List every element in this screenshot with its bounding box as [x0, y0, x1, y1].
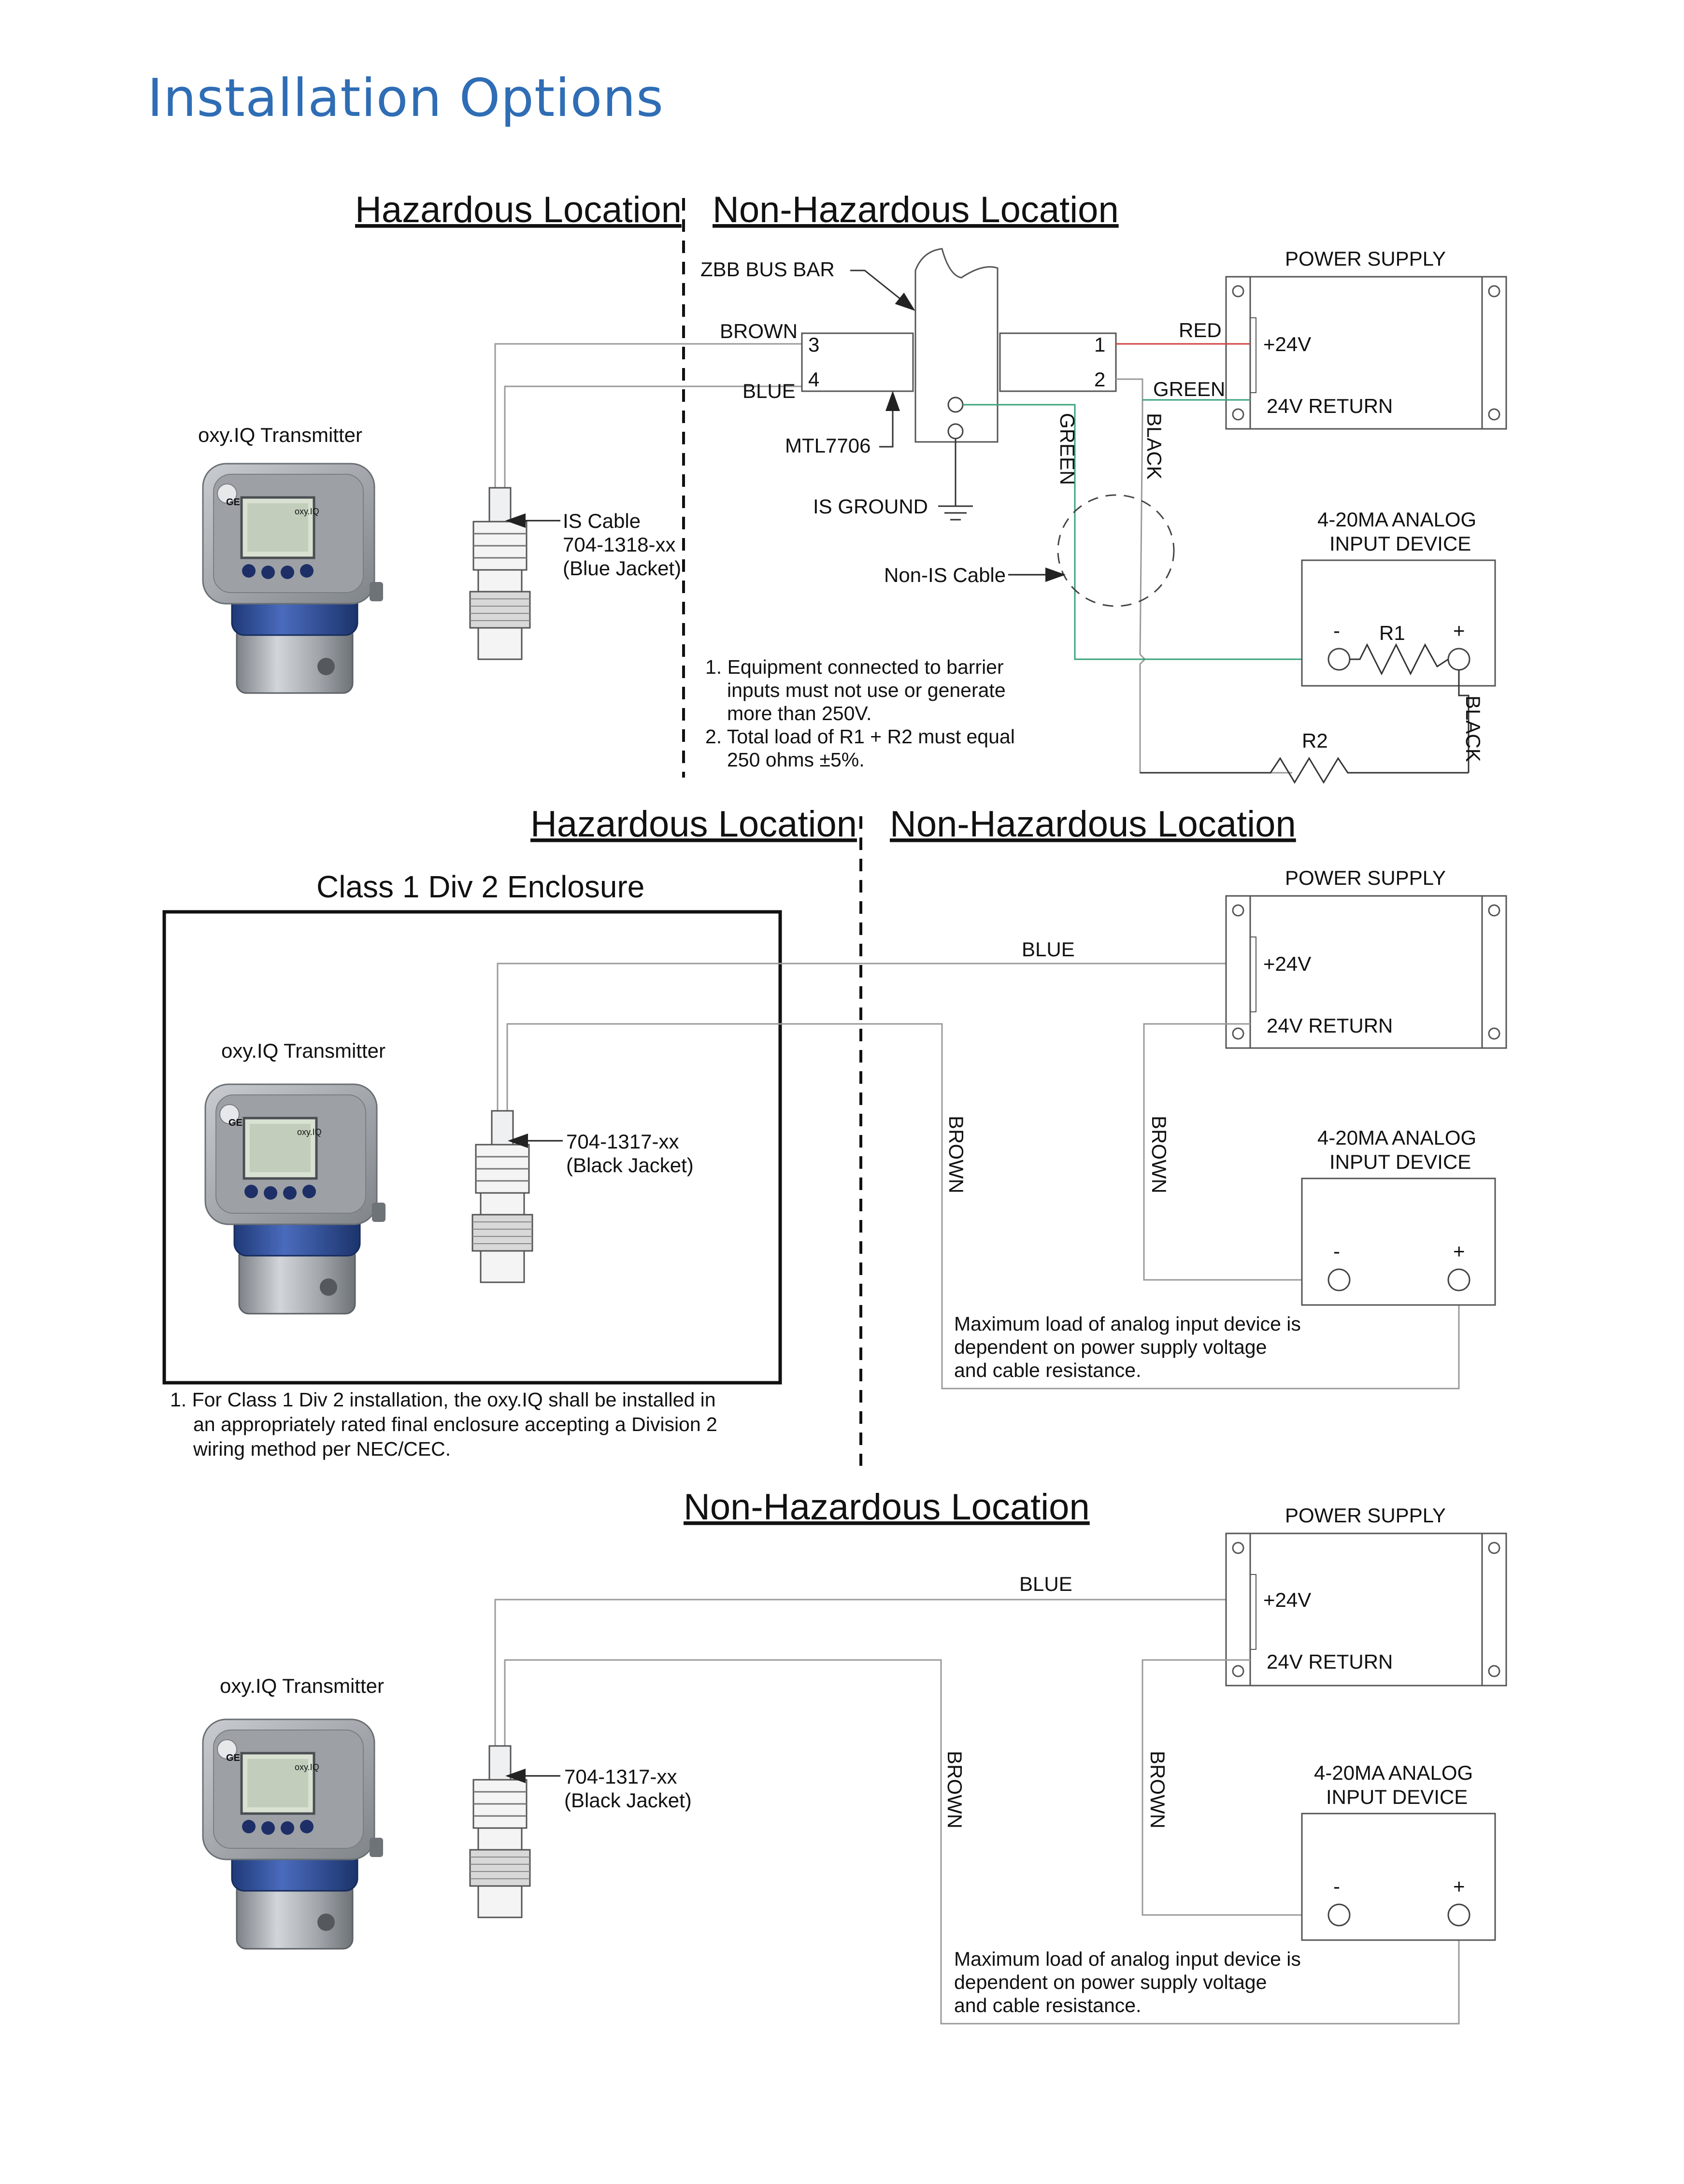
r2-label: R2	[1302, 729, 1328, 752]
note-1-line-2: inputs must not use or generate	[727, 679, 1006, 701]
wire-label-blue: BLUE	[742, 380, 796, 402]
barrier-terminal-block-left	[801, 332, 914, 392]
note-2-line-1: 2. Total load of R1 + R2 must equal	[705, 725, 1015, 748]
non-is-cable-bundle	[1057, 494, 1175, 607]
cable-jacket-3: (Black Jacket)	[564, 1789, 692, 1812]
analog-minus-2: -	[1333, 1240, 1340, 1262]
wire-label-red: RED	[1179, 319, 1222, 341]
cable-plug-3	[469, 1745, 531, 1918]
transmitter-display-brand-3: oxy.IQ	[295, 1762, 319, 1772]
load-note-3-line-1: Maximum load of analog input device is	[954, 1948, 1301, 1970]
analog-minus: -	[1333, 619, 1340, 642]
non-is-cable-label: Non-IS Cable	[884, 564, 1006, 586]
barrier-terminal-block-right	[999, 332, 1117, 392]
non-hazardous-location-heading-2: Non-Hazardous Location	[890, 804, 1296, 845]
wire-label-black-vertical-2: BLACK	[1462, 695, 1484, 762]
analog-plus: +	[1453, 619, 1465, 642]
load-note-3-line-2: dependent on power supply voltage	[954, 1971, 1267, 1993]
note-1-line-3: more than 250V.	[727, 702, 871, 724]
load-note-2-line-1: Maximum load of analog input device is	[954, 1313, 1301, 1335]
transmitter-label: oxy.IQ Transmitter	[198, 424, 362, 446]
cable-part-number-2: 704-1317-xx	[566, 1130, 679, 1153]
cable-plug-2	[471, 1110, 533, 1283]
power-supply-24v-return-3: 24V RETURN	[1267, 1650, 1393, 1673]
terminal-1: 1	[1094, 333, 1105, 356]
hazardous-location-heading: Hazardous Location	[355, 189, 682, 230]
wire-label-green: GREEN	[1153, 378, 1225, 400]
is-ground-label: IS GROUND	[813, 495, 928, 518]
ge-logo-3: GE	[226, 1753, 240, 1763]
hazardous-location-heading-2: Hazardous Location	[530, 804, 857, 845]
resistor-r2	[1140, 757, 1469, 784]
power-supply-title-3: POWER SUPPLY	[1285, 1504, 1446, 1527]
analog-device-title-line1: 4-20MA ANALOG	[1317, 508, 1476, 531]
is-cable-part-number: 704-1318-xx	[563, 533, 675, 556]
section-class1-div2: Hazardous Location Non-Hazardous Locatio…	[162, 804, 1507, 1466]
power-supply-title: POWER SUPPLY	[1285, 247, 1446, 270]
analog-minus-3: -	[1333, 1875, 1340, 1898]
wire-label-brown-2a: BROWN	[945, 1116, 968, 1193]
is-cable-plug	[469, 487, 531, 660]
non-hazardous-location-heading-3: Non-Hazardous Location	[684, 1487, 1090, 1528]
power-supply-24v-return-2: 24V RETURN	[1267, 1014, 1393, 1037]
wire-label-black-vertical: BLACK	[1143, 413, 1166, 480]
note-1-line-1: 1. Equipment connected to barrier	[705, 656, 1004, 678]
enclosure-label: Class 1 Div 2 Enclosure	[316, 869, 644, 904]
resistor-r1	[1350, 643, 1449, 676]
analog-device-title-line1-3: 4-20MA ANALOG	[1314, 1761, 1473, 1784]
enclosure-note-line-2: an appropriately rated final enclosure a…	[193, 1413, 717, 1435]
wire-label-blue-3: BLUE	[1019, 1573, 1072, 1595]
terminal-3: 3	[808, 333, 819, 356]
wire-label-green-vertical: GREEN	[1056, 413, 1079, 485]
analog-device-title-line2-2: INPUT DEVICE	[1329, 1150, 1471, 1173]
is-cable-label: IS Cable	[563, 510, 641, 532]
power-supply-title-2: POWER SUPPLY	[1285, 866, 1446, 889]
power-supply-plus-24v: +24V	[1263, 333, 1311, 355]
non-hazardous-location-heading: Non-Hazardous Location	[713, 189, 1119, 230]
mtl7706-barrier	[914, 248, 999, 443]
ge-logo-2: GE	[228, 1118, 243, 1128]
load-note-3-line-3: and cable resistance.	[954, 1994, 1141, 2016]
transmitter-display-brand-2: oxy.IQ	[297, 1127, 322, 1137]
cable-part-number-3: 704-1317-xx	[564, 1765, 677, 1788]
mtl7706-label: MTL7706	[785, 434, 871, 457]
load-note-2-line-2: dependent on power supply voltage	[954, 1336, 1267, 1358]
transmitter-label-3: oxy.IQ Transmitter	[220, 1674, 384, 1697]
ge-logo: GE	[226, 497, 240, 508]
analog-plus-3: +	[1453, 1875, 1465, 1898]
transmitter-display-brand: oxy.IQ	[295, 507, 319, 516]
class1-div2-enclosure	[162, 910, 782, 1385]
r1-label: R1	[1379, 622, 1405, 644]
section-intrinsically-safe: Hazardous Location Non-Hazardous Locatio…	[198, 189, 1507, 784]
page-title: Installation Options	[147, 68, 664, 128]
power-supply-plus-24v-3: +24V	[1263, 1588, 1311, 1611]
wire-label-brown-2b: BROWN	[1148, 1116, 1170, 1193]
analog-device-title-line2-3: INPUT DEVICE	[1326, 1786, 1468, 1808]
terminal-4: 4	[808, 368, 819, 391]
analog-plus-2: +	[1453, 1240, 1465, 1262]
wire-label-blue-2: BLUE	[1022, 938, 1075, 961]
enclosure-note-line-1: 1. For Class 1 Div 2 installation, the o…	[170, 1389, 716, 1411]
power-supply-plus-24v-2: +24V	[1263, 952, 1311, 975]
is-cable-jacket: (Blue Jacket)	[563, 557, 681, 580]
wire-label-brown-3b: BROWN	[1146, 1751, 1169, 1829]
cable-jacket-2: (Black Jacket)	[566, 1154, 694, 1177]
analog-device-title-line2: INPUT DEVICE	[1329, 532, 1471, 555]
note-2-line-2: 250 ohms ±5%.	[727, 749, 865, 771]
section-non-hazardous: Non-Hazardous Location oxy.IQ Transmitte…	[203, 1487, 1507, 2025]
analog-device-title-line1-2: 4-20MA ANALOG	[1317, 1126, 1476, 1149]
load-note-2-line-3: and cable resistance.	[954, 1359, 1141, 1381]
wire-label-brown: BROWN	[720, 320, 798, 342]
enclosure-note-line-3: wiring method per NEC/CEC.	[193, 1438, 451, 1460]
zbb-bus-bar-label: ZBB BUS BAR	[700, 258, 835, 281]
transmitter-label-2: oxy.IQ Transmitter	[221, 1039, 385, 1062]
terminal-2: 2	[1094, 368, 1105, 391]
power-supply-24v-return: 24V RETURN	[1267, 395, 1393, 417]
wire-label-brown-3a: BROWN	[943, 1751, 966, 1829]
